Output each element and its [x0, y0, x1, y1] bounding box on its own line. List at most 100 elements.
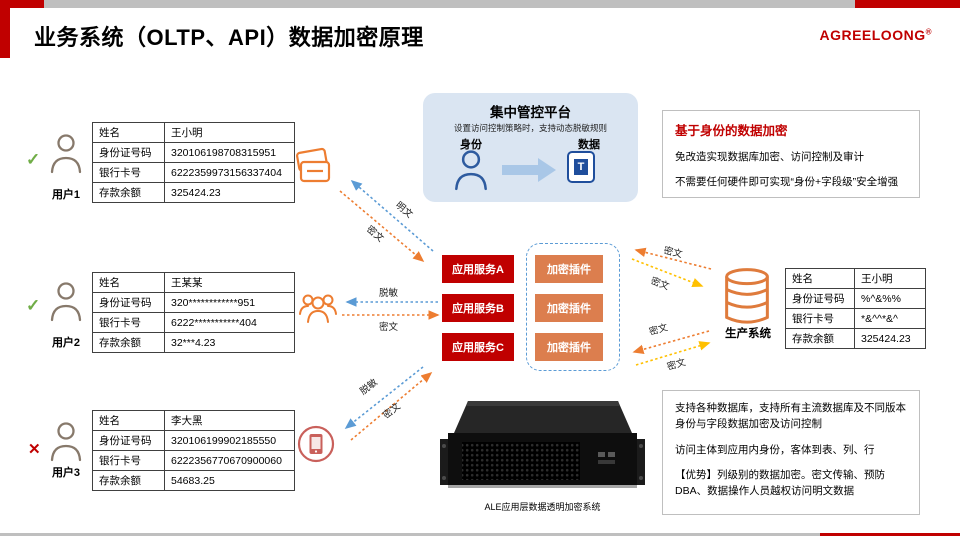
infobox-paragraph: 支持各种数据库，支持所有主流数据库及不同版本身份与字段数据加密及访问控制	[675, 402, 906, 431]
plugin-group-border	[526, 243, 620, 371]
infobox-line: 免改造实现数据库加密、访问控制及审计	[675, 151, 864, 163]
field-value: 6222359973156337404	[164, 162, 295, 183]
field-value: 6222356770670900060	[164, 450, 295, 471]
field-label: 存款余额	[92, 470, 165, 491]
field-label: 存款余额	[92, 332, 165, 353]
field-label: 银行卡号	[92, 312, 165, 333]
field-label: 银行卡号	[92, 162, 165, 183]
encrypt-plugin-2: 加密插件	[535, 294, 603, 322]
platform-title: 集中管控平台	[490, 105, 571, 120]
table-row: 银行卡号*&^^*&^	[785, 308, 926, 329]
field-value: 325424.23	[164, 182, 295, 203]
user-label: 用户2	[51, 337, 81, 349]
infobox-title: 基于身份的数据加密	[675, 124, 788, 138]
identity-encryption-infobox: 基于身份的数据加密 免改造实现数据库加密、访问控制及审计 不需要任何硬件即可实现…	[662, 110, 920, 198]
user-group-icon	[299, 294, 337, 323]
identity-label: 身份	[460, 139, 482, 151]
bottom-strip-red	[820, 533, 960, 536]
field-value: %^&%%	[854, 288, 926, 309]
arrow-ciphertext-user1	[339, 190, 425, 263]
arrow-ciphertext-db-top-out	[634, 247, 712, 270]
identity-person-icon	[455, 150, 487, 191]
flow-label: 密文	[648, 321, 670, 338]
app-service-c: 应用服务C	[442, 333, 514, 361]
table-row: 姓名王某某	[92, 272, 295, 293]
title-accent-bar	[0, 8, 10, 58]
production-system-label: 生产系统	[725, 328, 771, 340]
flow-label: 密文	[364, 223, 387, 245]
table-row: 姓名李大黑	[92, 410, 295, 431]
field-value: 王小明	[854, 268, 926, 289]
field-value: 李大黑	[164, 410, 295, 431]
table-row: 姓名王小明	[92, 122, 295, 143]
brand-logo: AGREELOONG®	[819, 27, 932, 43]
data-label: 数据	[578, 139, 600, 151]
flow-label: 密文	[662, 244, 684, 260]
flow-label: 脱敏	[357, 376, 380, 397]
infobox-paragraph: 【优势】列级别的数据加密。密文传输、预防DBA、数据操作人员越权访问明文数据	[675, 468, 885, 498]
field-label: 存款余额	[92, 182, 165, 203]
field-value: *&^^*&^	[854, 308, 926, 329]
field-value: 王某某	[164, 272, 295, 293]
field-value: 6222***********404	[164, 312, 295, 333]
arrow-ciphertext-user3	[350, 371, 433, 441]
table-row: 姓名王小明	[785, 268, 926, 289]
user-label: 用户3	[51, 467, 81, 479]
arrow-plaintext-user1	[350, 179, 434, 252]
field-label: 存款余额	[785, 328, 855, 349]
user-icon	[50, 134, 82, 174]
arrow-ciphertext-db-top-in	[631, 258, 704, 288]
data-token-letter: T	[574, 159, 588, 175]
field-label: 银行卡号	[92, 450, 165, 471]
field-value: 320************951	[164, 292, 295, 313]
top-strip-gray	[44, 0, 855, 8]
field-label: 银行卡号	[785, 308, 855, 329]
server-label: ALE应用层数据透明加密系统	[484, 502, 601, 512]
app-service-a: 应用服务A	[442, 255, 514, 283]
user-icon	[50, 422, 82, 462]
database-support-infobox: 支持各种数据库，支持所有主流数据库及不同版本身份与字段数据加密及访问控制 访问主…	[662, 390, 920, 515]
app-service-b: 应用服务B	[442, 294, 514, 322]
arrow-ciphertext-db-bottom-out	[632, 330, 710, 355]
infobox-paragraph: 访问主体到应用内身份，客体到表、列、行	[675, 443, 875, 456]
flow-label: 密文	[666, 356, 688, 373]
cards-icon	[296, 147, 331, 183]
field-value: 320106198708315951	[164, 142, 295, 163]
top-strip-red-right	[855, 0, 960, 8]
arrow-masked-user3	[344, 366, 424, 429]
check-icon: ✓	[26, 296, 41, 315]
flow-label: 密文	[649, 275, 672, 293]
field-value: 320106199902185550	[164, 430, 295, 451]
cross-icon: ✕	[28, 441, 41, 458]
infobox-line: 不需要任何硬件即可实现“身份+字段级”安全增强	[675, 176, 899, 188]
arrow-ciphertext-db-bottom-in	[635, 341, 711, 366]
table-row: 身份证号码%^&%%	[785, 288, 926, 309]
field-value: 王小明	[164, 122, 295, 143]
field-label: 姓名	[92, 122, 165, 143]
flow-label: 脱敏	[379, 287, 399, 299]
top-strip-red-left	[0, 0, 44, 8]
bottom-strip-gray	[0, 533, 820, 536]
check-icon: ✓	[26, 150, 41, 169]
field-label: 身份证号码	[92, 142, 165, 163]
field-label: 姓名	[785, 268, 855, 289]
page-title: 业务系统（OLTP、API）数据加密原理	[34, 25, 424, 50]
field-label: 姓名	[92, 272, 165, 293]
brand-logo-reg: ®	[925, 27, 932, 37]
field-label: 身份证号码	[92, 292, 165, 313]
flow-label: 明文	[393, 199, 416, 221]
field-label: 身份证号码	[92, 430, 165, 451]
field-value: 32***4.23	[164, 332, 295, 353]
